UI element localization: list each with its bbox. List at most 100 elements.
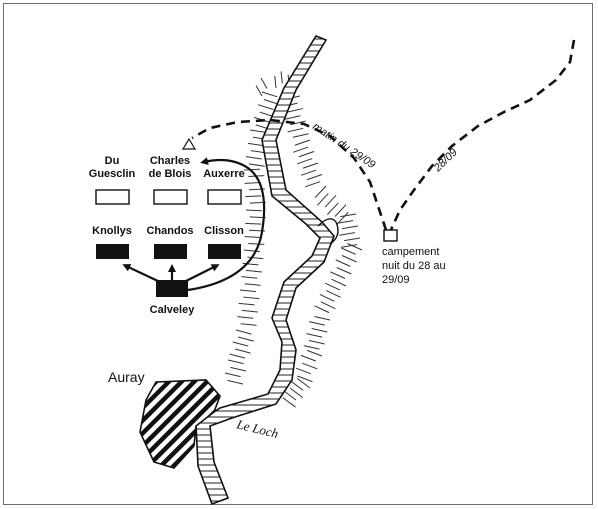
hachure-stroke (341, 244, 358, 248)
camp-label-line-2: nuit du 28 au (382, 260, 446, 272)
hachure-stroke (240, 323, 257, 326)
hachure-stroke (245, 269, 262, 273)
hachure-stroke (339, 232, 356, 236)
hachure-stroke (232, 341, 249, 347)
hachure-stroke (263, 99, 280, 105)
unit-label-charles-de-blois-2: de Blois (149, 168, 192, 180)
camp-label-line-3: 29/09 (382, 274, 410, 286)
hachure-stroke (308, 340, 325, 345)
hachure-stroke (280, 71, 283, 84)
hachure-stroke (245, 156, 262, 160)
hachure-stroke (304, 181, 321, 188)
unit-box-knollys (96, 244, 129, 259)
hachure-stroke (230, 366, 247, 372)
unit-label-du-guesclin-1: Du (105, 155, 120, 167)
hachure-stroke (306, 333, 323, 338)
hachure-stroke (241, 309, 258, 313)
hachure-stroke (234, 348, 251, 354)
hachure-stroke (325, 282, 340, 291)
hachure-stroke (243, 296, 260, 300)
hachure-stroke (248, 163, 265, 167)
hachure-stroke (243, 168, 261, 171)
hachure-stroke (314, 316, 331, 321)
hachure-stroke (330, 271, 346, 279)
hill-slope-hachures (224, 71, 363, 408)
river-le-loch (195, 35, 339, 506)
hachure-stroke (306, 349, 323, 357)
hachure-stroke (245, 209, 263, 212)
town-label-auray: Auray (108, 369, 145, 385)
hachure-stroke (314, 305, 330, 314)
hachure-stroke (229, 353, 246, 359)
hachure-stroke (294, 139, 311, 146)
arrow-to-charles-de-blois-icon (187, 157, 266, 292)
hachure-stroke (245, 222, 262, 225)
hachure-stroke (309, 321, 325, 326)
hachure-stroke (287, 127, 304, 133)
hachure-stroke (302, 362, 318, 370)
hachure-stroke (247, 142, 264, 147)
hachure-stroke (296, 158, 313, 165)
hachure-stroke (331, 278, 347, 287)
hachure-stroke (320, 301, 336, 310)
hachure-stroke (325, 290, 341, 298)
hachure-stroke (302, 162, 319, 169)
hachure-stroke (297, 375, 313, 383)
route-29-09 (191, 118, 388, 231)
hachure-stroke (334, 204, 347, 217)
hachure-stroke (292, 133, 309, 138)
route-label-28-09: 28/09 (431, 146, 460, 174)
unit-box-auxerre (207, 189, 242, 205)
hachure-stroke (282, 397, 296, 408)
town-auray (139, 379, 221, 469)
hachure-stroke (260, 77, 268, 89)
hachure-stroke (227, 379, 244, 385)
unit-label-charles-de-blois-1: Charles (150, 155, 190, 167)
route-label-29-09: matin du 29/09 (310, 121, 377, 172)
hachure-stroke (290, 120, 306, 126)
hachure-stroke (237, 316, 254, 319)
hachure-stroke (224, 372, 241, 378)
hachure-stroke (244, 236, 261, 238)
camp-marker-icon (383, 229, 398, 242)
hachure-stroke (336, 211, 349, 225)
hachure-stroke (341, 255, 357, 263)
hachure-stroke (287, 108, 303, 113)
hachure-stroke (249, 129, 266, 133)
hachure-stroke (238, 336, 254, 342)
hachure-stroke (324, 194, 337, 208)
french-unit-charles-de-blois: Charles de Blois (149, 155, 192, 205)
hachure-stroke (239, 289, 256, 293)
english-unit-chandos: Chandos (146, 225, 194, 259)
unit-label-clisson: Clisson (204, 225, 244, 237)
unit-box-chandos (154, 244, 187, 259)
unit-label-knollys: Knollys (92, 225, 132, 237)
hachure-stroke (227, 359, 244, 365)
unit-box-clisson (208, 244, 241, 259)
english-unit-clisson: Clisson (204, 225, 244, 259)
hachure-stroke (311, 328, 328, 333)
english-unit-knollys: Knollys (92, 225, 132, 259)
camp-label: campement nuit du 28 au 29/09 (382, 246, 449, 286)
hachure-stroke (241, 276, 258, 279)
unit-box-charles-de-blois (153, 189, 188, 205)
hachure-stroke (257, 104, 274, 110)
route-28-09 (388, 39, 576, 233)
hachure-stroke (290, 380, 304, 391)
unit-label-du-guesclin-2: Guesclin (89, 168, 136, 180)
hachure-stroke (238, 302, 255, 306)
english-reserve-calveley: Calveley (150, 280, 196, 316)
hachure-stroke (306, 174, 323, 181)
hachure-stroke (342, 225, 359, 230)
hachure-stroke (337, 220, 354, 224)
hachure-stroke (336, 267, 352, 275)
hachure-stroke (244, 283, 261, 286)
hachure-stroke (282, 389, 297, 401)
french-unit-du-guesclin: Du Guesclin (89, 155, 136, 205)
hachure-stroke (247, 256, 264, 260)
hachure-stroke (296, 377, 311, 389)
hachure-stroke (261, 91, 278, 98)
river-label-le-loch: Le Loch (234, 416, 280, 441)
hachure-stroke (316, 193, 329, 206)
unit-label-calveley: Calveley (150, 304, 196, 316)
